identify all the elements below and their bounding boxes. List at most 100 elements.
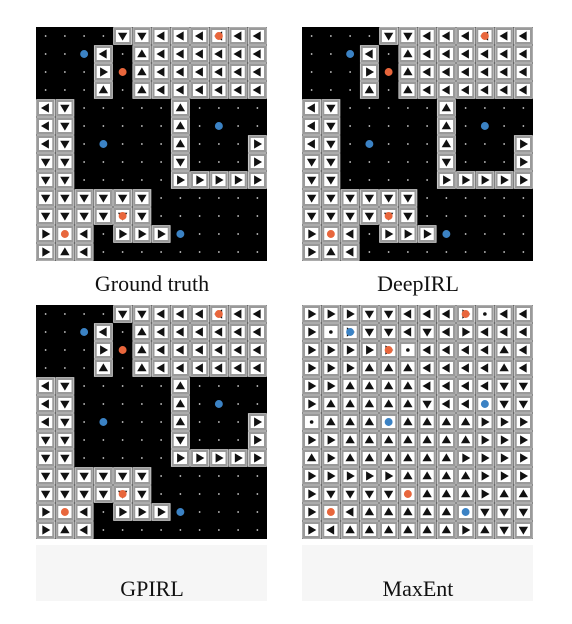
empty-cell <box>406 107 409 109</box>
empty-cell <box>503 161 506 163</box>
left-arrow-icon <box>247 341 267 359</box>
left-arrow-icon <box>170 63 190 81</box>
down-arrow-icon <box>321 135 341 153</box>
up-arrow-icon <box>436 449 456 467</box>
up-arrow-icon <box>436 467 456 485</box>
empty-cell <box>121 331 124 333</box>
left-arrow-icon <box>190 63 210 81</box>
grid-gpirl <box>36 305 267 539</box>
right-arrow-icon <box>302 503 322 521</box>
right-arrow-icon <box>398 225 418 243</box>
down-arrow-icon <box>132 467 152 485</box>
down-arrow-icon <box>113 27 133 45</box>
up-arrow-icon <box>398 395 418 413</box>
left-arrow-icon <box>359 45 379 63</box>
up-arrow-icon <box>340 521 360 539</box>
blue-state-marker <box>346 328 355 336</box>
empty-cell <box>406 251 409 253</box>
left-arrow-icon <box>417 305 437 323</box>
caption-strip-gpirl <box>36 545 267 601</box>
down-arrow-icon <box>321 189 341 207</box>
empty-cell <box>256 529 259 531</box>
down-arrow-icon <box>379 485 399 503</box>
left-arrow-icon <box>398 305 418 323</box>
empty-cell <box>140 107 143 109</box>
empty-cell <box>121 367 124 369</box>
empty-cell <box>387 143 390 145</box>
empty-cell <box>464 215 467 217</box>
empty-cell <box>368 107 371 109</box>
empty-cell <box>349 35 352 37</box>
left-arrow-icon <box>436 27 456 45</box>
empty-cell <box>217 233 220 235</box>
up-arrow-icon <box>456 485 476 503</box>
blue-state-marker <box>214 122 223 130</box>
empty-cell <box>522 197 525 199</box>
up-arrow-icon <box>359 503 379 521</box>
empty-cell <box>44 331 47 333</box>
left-arrow-icon <box>456 377 476 395</box>
up-arrow-icon <box>340 431 360 449</box>
orange-state-marker <box>326 230 335 238</box>
left-arrow-icon <box>475 341 495 359</box>
up-arrow-icon <box>456 413 476 431</box>
caption-ground-truth: Ground truth <box>94 271 210 296</box>
up-arrow-icon <box>359 81 379 99</box>
left-arrow-icon <box>190 341 210 359</box>
right-arrow-icon <box>36 521 56 539</box>
right-arrow-icon <box>302 323 322 341</box>
empty-cell <box>44 53 47 55</box>
orange-state-marker <box>461 310 470 318</box>
up-arrow-icon <box>170 135 190 153</box>
left-arrow-icon <box>456 341 476 359</box>
left-arrow-icon <box>247 305 267 323</box>
right-arrow-icon <box>321 305 341 323</box>
empty-cell <box>349 125 352 127</box>
empty-cell <box>102 125 105 127</box>
right-arrow-icon <box>247 171 267 189</box>
empty-cell <box>83 313 86 315</box>
left-arrow-icon <box>228 27 248 45</box>
left-arrow-icon <box>513 63 533 81</box>
center-dot-icon <box>302 413 322 431</box>
empty-cell <box>102 313 105 315</box>
up-arrow-icon <box>436 99 456 117</box>
empty-cell <box>483 161 486 163</box>
right-arrow-icon <box>228 171 248 189</box>
empty-cell <box>198 529 201 531</box>
left-arrow-icon <box>36 395 56 413</box>
orange-state-marker <box>118 212 127 220</box>
empty-cell <box>237 511 240 513</box>
left-arrow-icon <box>151 323 171 341</box>
left-arrow-icon <box>36 377 56 395</box>
left-arrow-icon <box>417 377 437 395</box>
empty-cell <box>121 439 124 441</box>
orange-state-marker <box>214 310 223 318</box>
empty-cell <box>329 71 332 73</box>
empty-cell <box>44 367 47 369</box>
empty-cell <box>349 143 352 145</box>
left-arrow-icon <box>302 99 322 117</box>
empty-cell <box>179 475 182 477</box>
empty-cell <box>237 125 240 127</box>
up-arrow-icon <box>398 431 418 449</box>
empty-cell <box>329 53 332 55</box>
empty-cell <box>140 385 143 387</box>
empty-cell <box>140 529 143 531</box>
down-arrow-icon <box>321 485 341 503</box>
up-arrow-icon <box>417 467 437 485</box>
empty-cell <box>349 107 352 109</box>
up-arrow-icon <box>340 395 360 413</box>
empty-cell <box>329 89 332 91</box>
up-arrow-icon <box>436 413 456 431</box>
right-arrow-icon <box>513 171 533 189</box>
up-arrow-icon <box>132 63 152 81</box>
empty-cell <box>217 107 220 109</box>
right-arrow-icon <box>475 431 495 449</box>
left-arrow-icon <box>209 63 229 81</box>
empty-cell <box>160 143 163 145</box>
right-arrow-icon <box>340 467 360 485</box>
blue-state-marker <box>384 418 393 426</box>
empty-cell <box>83 349 86 351</box>
empty-cell <box>349 71 352 73</box>
